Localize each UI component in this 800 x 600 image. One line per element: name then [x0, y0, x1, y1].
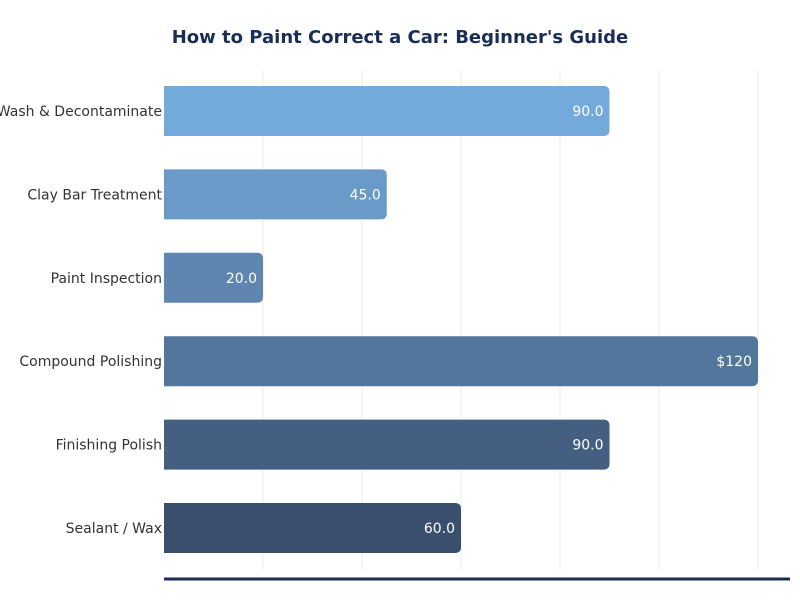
category-label: Clay Bar Treatment: [27, 187, 162, 203]
gridlines: [262, 70, 759, 570]
category-label: Finishing Polish: [56, 438, 162, 454]
category-label: Paint Inspection: [51, 271, 162, 287]
category-label: Wash & Decontaminate: [0, 104, 162, 120]
data-label: 90.0: [572, 438, 603, 454]
data-label: 60.0: [424, 521, 455, 537]
bar: [164, 503, 461, 553]
data-label: 45.0: [350, 187, 381, 203]
data-label: $120: [716, 354, 752, 370]
category-label: Sealant / Wax: [66, 521, 162, 537]
bar: [164, 252, 263, 303]
category-label: Compound Polishing: [19, 354, 162, 370]
bar: [164, 169, 387, 220]
data-label: 20.0: [226, 271, 257, 287]
bar: [164, 336, 758, 387]
bar: [164, 419, 610, 470]
data-label: 90.0: [572, 104, 603, 120]
bar: [164, 86, 610, 136]
chart-title: How to Paint Correct a Car: Beginner's G…: [172, 27, 629, 48]
